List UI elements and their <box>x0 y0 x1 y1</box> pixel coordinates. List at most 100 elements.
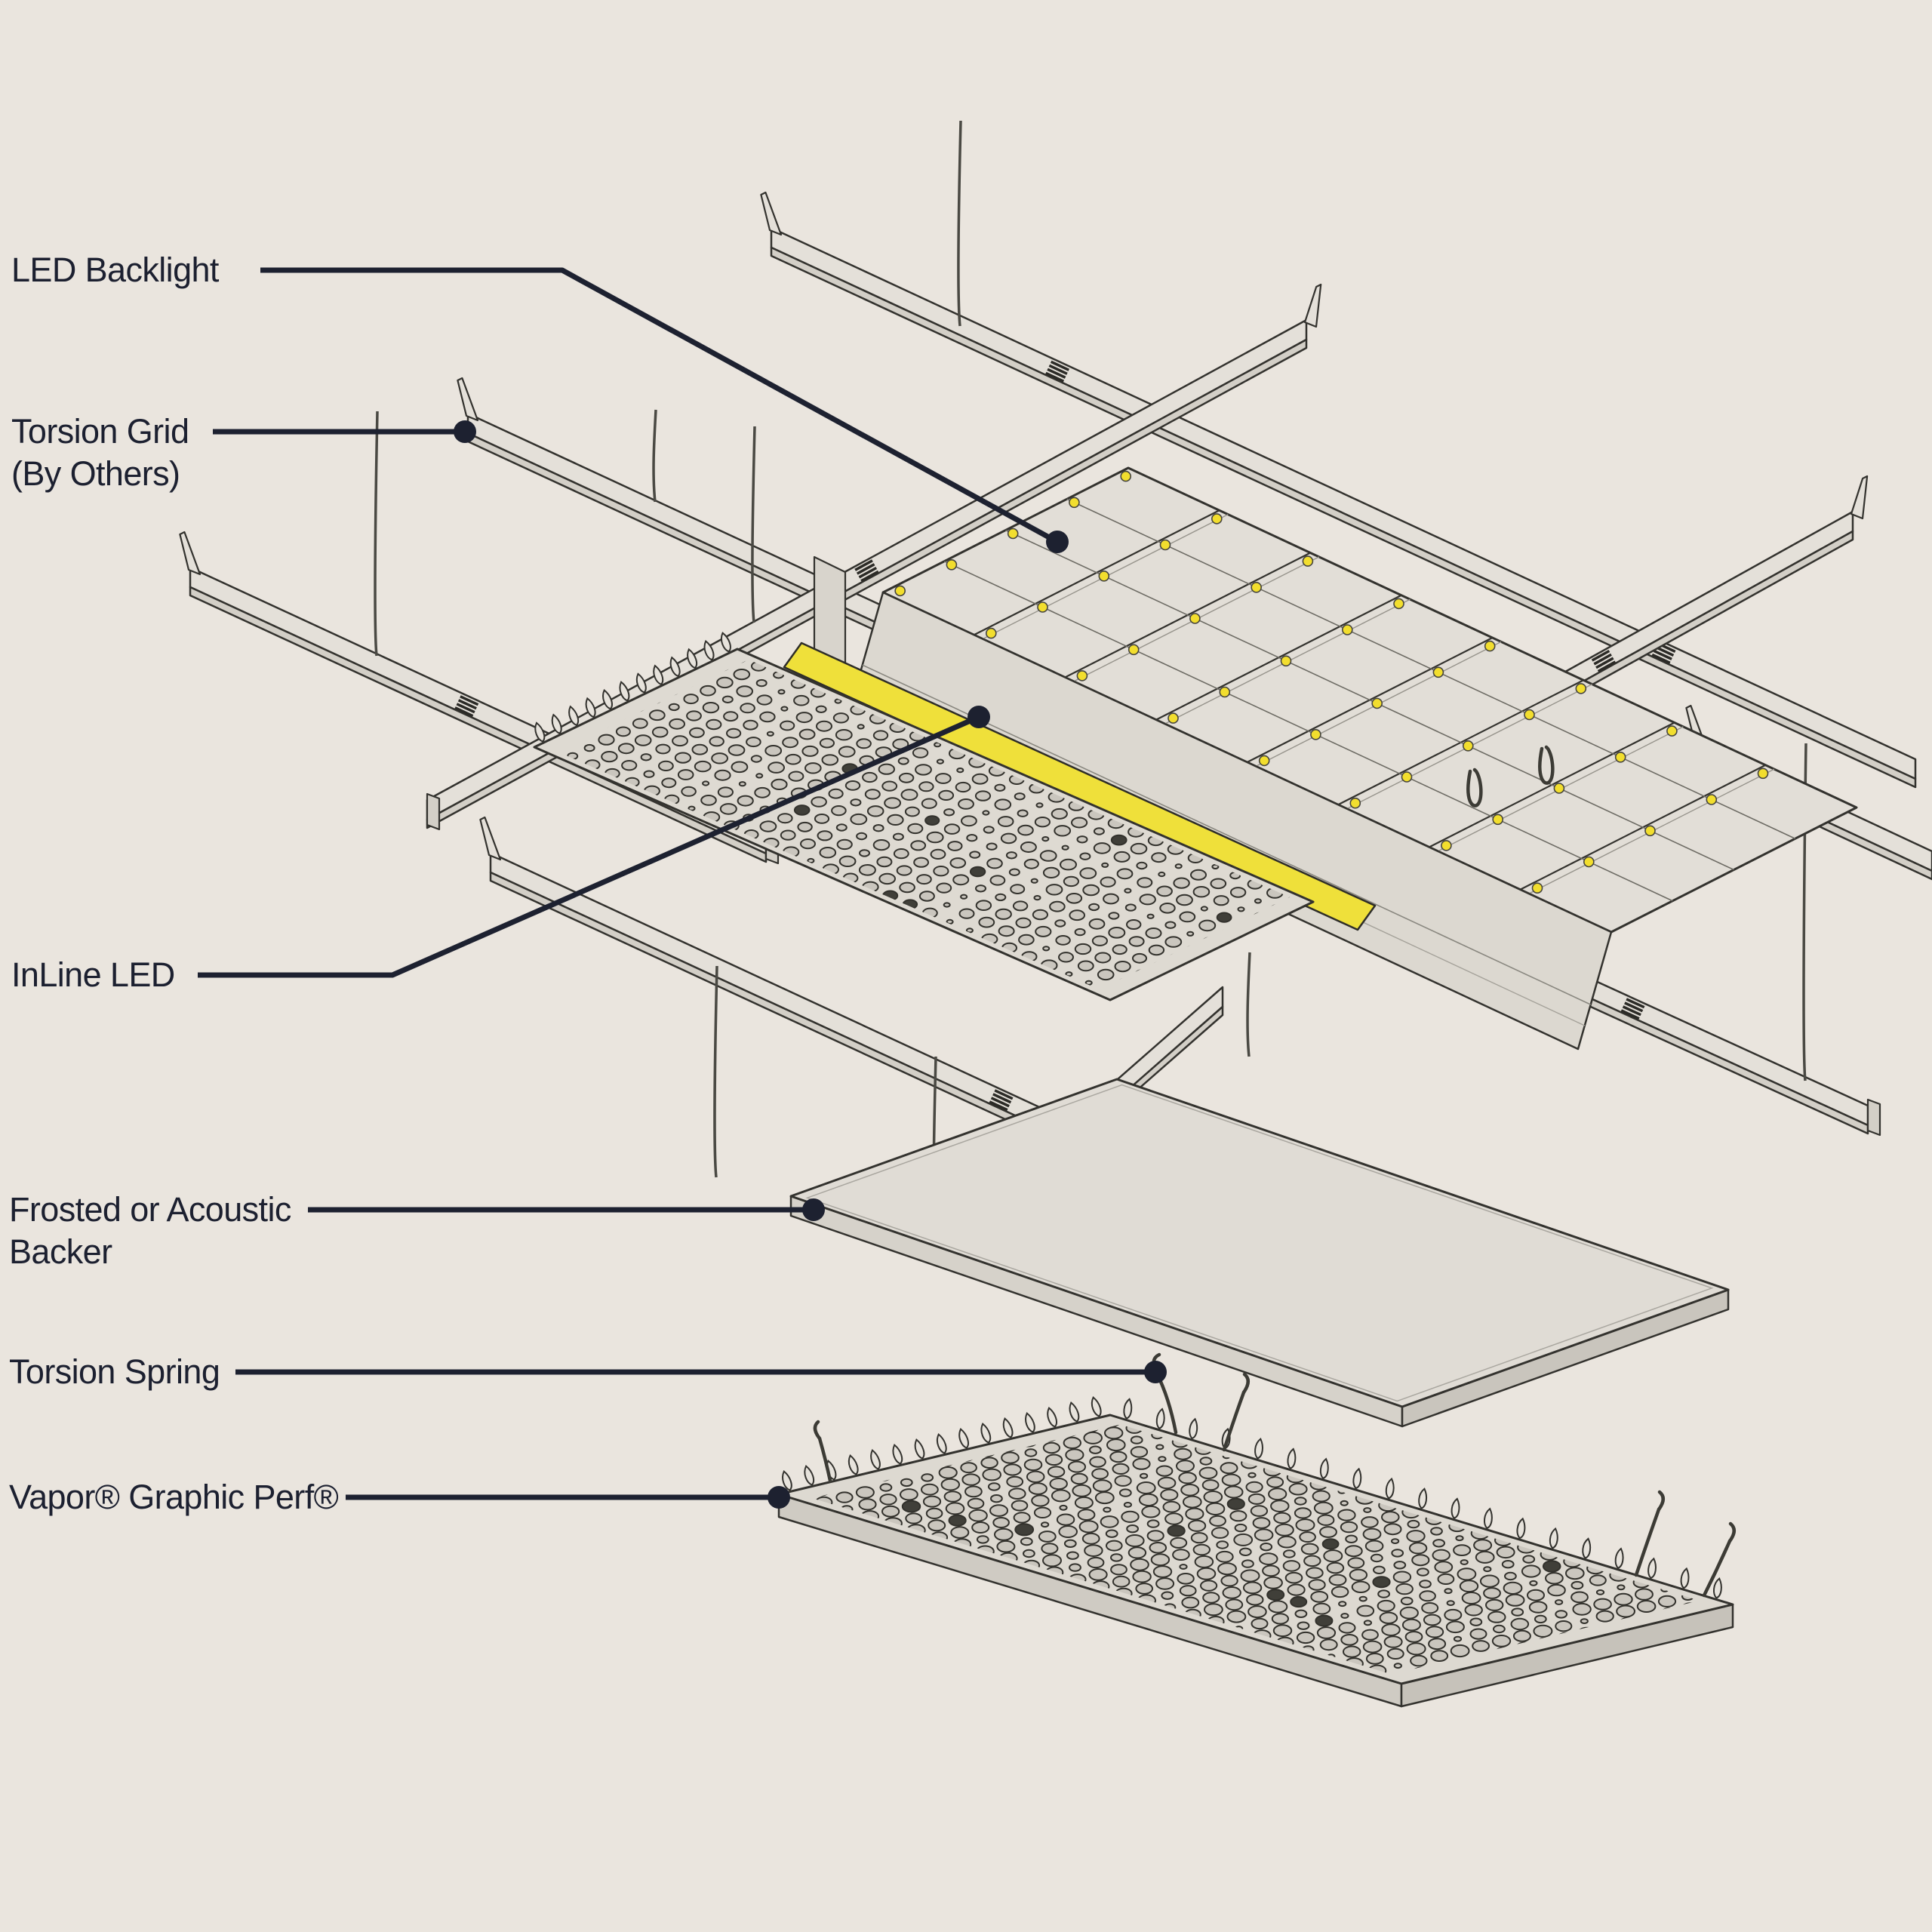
leader-dot <box>1046 531 1069 553</box>
inline-led-strip <box>783 641 1377 931</box>
led-point <box>1349 797 1361 809</box>
led-point <box>1441 840 1452 851</box>
perf-edge-tab <box>551 713 562 734</box>
perf-edge-tab <box>1254 1438 1263 1460</box>
label-text: LED Backlight <box>11 251 219 289</box>
led-point <box>1168 712 1179 724</box>
label-inline-led: InLine LED <box>11 954 175 996</box>
perf-edge-tab <box>1002 1417 1014 1438</box>
led-point <box>1310 728 1321 740</box>
led-point <box>1189 613 1201 624</box>
perf-edge-tab <box>1287 1447 1297 1469</box>
led-point <box>1258 755 1270 767</box>
perf-edge-tab <box>619 681 630 702</box>
perf-edge-tab <box>1582 1537 1592 1559</box>
perf-edge-tab <box>1385 1477 1395 1500</box>
leader-dot <box>968 706 990 728</box>
label-frosted-backer: Frosted or Acoustic Backer <box>9 1189 291 1273</box>
leader-led-backlight <box>260 267 1069 553</box>
label-text: Torsion Spring <box>9 1352 220 1391</box>
leader-dot <box>454 420 476 443</box>
leader-torsion-grid <box>213 420 476 443</box>
perf-edge-tab <box>1418 1487 1428 1509</box>
led-point <box>1644 825 1656 837</box>
perf-edge-tab <box>568 705 580 727</box>
perf-edge-tab <box>1516 1517 1526 1540</box>
perf-edge-tab <box>1614 1547 1624 1569</box>
perf-edge-tab <box>585 697 596 718</box>
led-point <box>1484 640 1496 652</box>
perf-edge-tab <box>1123 1398 1133 1420</box>
led-point <box>1706 794 1718 805</box>
led-point <box>1159 539 1171 551</box>
perf-edge-tab <box>958 1428 969 1449</box>
label-torsion-spring: Torsion Spring <box>9 1351 220 1393</box>
perf-edge-tab <box>892 1444 903 1465</box>
led-point <box>1280 655 1292 667</box>
perf-edge-tab <box>602 688 613 710</box>
hanger-wire <box>1246 952 1251 1057</box>
perf-edge-tab <box>1549 1527 1558 1549</box>
torsion-spring-wire <box>1538 745 1555 785</box>
torsion-spring-wire <box>813 1420 832 1483</box>
label-text: Torsion Grid <box>11 412 189 451</box>
hanger-wire <box>374 411 379 657</box>
led-point <box>1069 497 1080 509</box>
led-point <box>1076 670 1088 681</box>
torsion-spring-wire <box>1634 1490 1665 1577</box>
led-point <box>1666 725 1678 737</box>
led-point <box>986 627 997 639</box>
leader-dot <box>802 1198 825 1221</box>
label-led-backlight: LED Backlight <box>11 249 219 291</box>
vapor-graphic-perf-panel <box>777 1396 1734 1708</box>
leader-dot <box>768 1486 790 1509</box>
led-backlight-panel <box>881 466 1858 934</box>
torsion-spring-wire <box>1702 1521 1736 1598</box>
perf-edge-tab <box>534 721 546 743</box>
perf-edge-tab <box>936 1433 947 1454</box>
led-point <box>1211 513 1223 525</box>
perf-edge-tab <box>703 639 715 661</box>
perf-edge-tab <box>669 656 681 678</box>
led-point <box>1583 856 1595 868</box>
led-point <box>1393 598 1404 610</box>
perf-edge-tab <box>1319 1457 1329 1480</box>
led-point <box>1401 771 1413 783</box>
label-torsion-grid: Torsion Grid (By Others) <box>11 411 189 495</box>
leader-inline-led <box>198 706 990 978</box>
perf-edge-tab <box>1155 1407 1165 1429</box>
led-point <box>1575 683 1587 694</box>
perf-edge-tab <box>1189 1417 1198 1440</box>
led-point <box>1251 581 1262 593</box>
led-point <box>1492 814 1503 826</box>
led-point <box>1614 751 1626 763</box>
hanger-wire <box>652 409 657 503</box>
label-text: Frosted or Acoustic <box>9 1190 291 1229</box>
led-point <box>1531 882 1543 894</box>
hanger-wire <box>751 426 756 623</box>
perf-edge-tab <box>980 1423 992 1444</box>
perf-edge-tab <box>782 1470 792 1491</box>
perf-edge-tab <box>653 664 664 685</box>
leader-vapor-graphic-perf <box>346 1486 790 1509</box>
led-point <box>1553 783 1565 794</box>
torsion-spring-wire <box>1222 1372 1250 1452</box>
label-text: Backer <box>9 1232 112 1271</box>
led-point <box>1524 709 1535 721</box>
led-point <box>1037 601 1048 613</box>
led-point <box>1120 470 1131 482</box>
perf-edge-tab <box>720 632 731 653</box>
label-text: Vapor® Graphic Perf® <box>9 1478 339 1516</box>
perf-edge-tab <box>687 648 698 669</box>
perf-edge-tab <box>848 1454 859 1475</box>
led-point <box>1128 644 1140 656</box>
led-point <box>1007 528 1019 540</box>
perf-edge-tab <box>635 672 647 694</box>
leader-torsion-spring <box>235 1361 1167 1383</box>
led-point <box>894 585 906 597</box>
led-point <box>1342 624 1353 635</box>
perf-edge-tab <box>914 1438 925 1460</box>
perf-edge-tab <box>1680 1567 1690 1589</box>
